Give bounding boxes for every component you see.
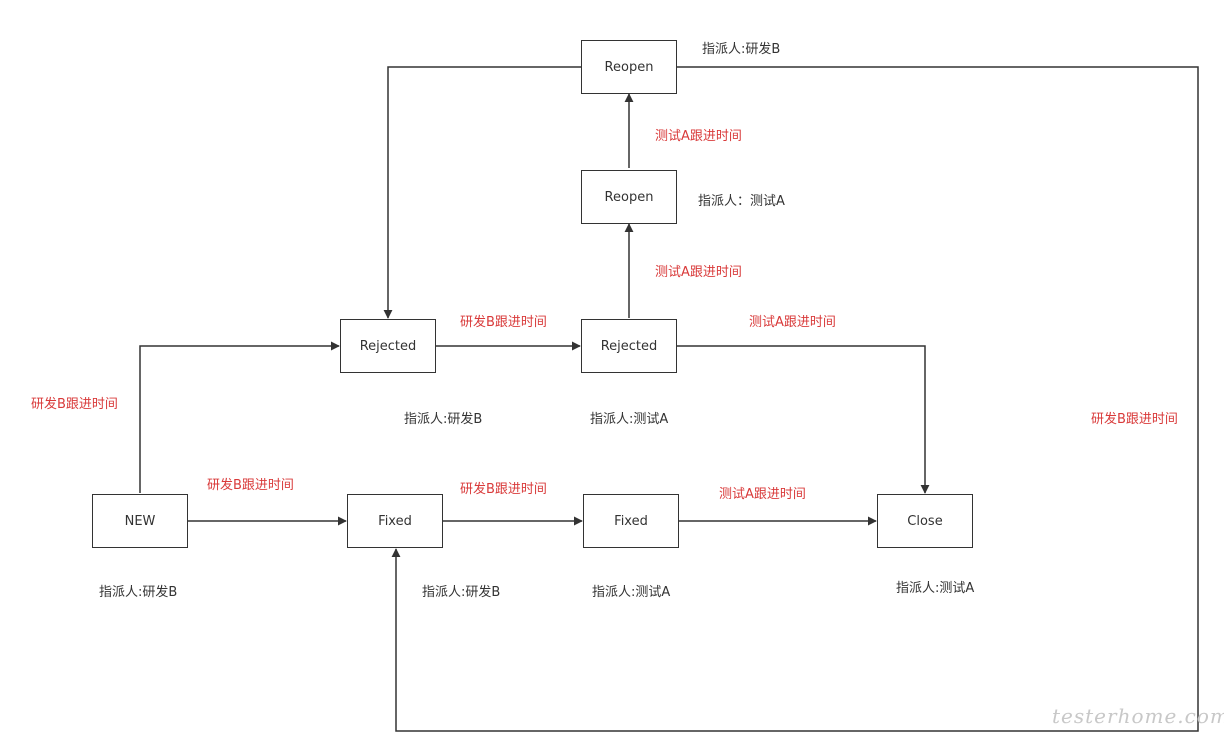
assignee-new: 指派人:研发B bbox=[99, 585, 178, 600]
node-rejected-right: Rejected bbox=[581, 319, 677, 373]
node-close: Close bbox=[877, 494, 973, 548]
node-fixed-right: Fixed bbox=[583, 494, 679, 548]
edge-label-new-to-fixed: 研发B跟进时间 bbox=[207, 478, 294, 493]
node-fixed-left: Fixed bbox=[347, 494, 443, 548]
edge-label-rej-to-rej: 研发B跟进时间 bbox=[460, 315, 547, 330]
node-rejected-left: Rejected bbox=[340, 319, 436, 373]
assignee-rejected-left: 指派人:研发B bbox=[404, 412, 483, 427]
edge-reopen-top-to-fixed-left bbox=[391, 66, 1199, 732]
assignee-rejected-right: 指派人:测试A bbox=[590, 412, 669, 427]
assignee-reopen-top: 指派人:研发B bbox=[702, 42, 781, 57]
edge-label-fixed-to-fixed: 研发B跟进时间 bbox=[460, 482, 547, 497]
node-reopen-top: Reopen bbox=[581, 40, 677, 94]
assignee-fixed-right: 指派人:测试A bbox=[592, 585, 671, 600]
edge-reopen-top-to-rejected-left bbox=[383, 66, 581, 319]
edge-label-fixed-to-close: 测试A跟进时间 bbox=[719, 487, 806, 502]
edge-new-to-rejected-left bbox=[139, 341, 340, 493]
edge-label-mid-to-top: 测试A跟进时间 bbox=[655, 129, 742, 144]
watermark: testerhome.com bbox=[1052, 704, 1224, 728]
edge-label-new-to-rej: 研发B跟进时间 bbox=[31, 397, 118, 412]
edge-label-rej-to-mid: 测试A跟进时间 bbox=[655, 265, 742, 280]
node-reopen-mid: Reopen bbox=[581, 170, 677, 224]
assignee-fixed-left: 指派人:研发B bbox=[422, 585, 501, 600]
edge-label-rej-to-close: 测试A跟进时间 bbox=[749, 315, 836, 330]
edge-rejected-right-to-close bbox=[677, 345, 930, 494]
node-new: NEW bbox=[92, 494, 188, 548]
edge-label-reopen-to-fixed: 研发B跟进时间 bbox=[1091, 412, 1178, 427]
assignee-reopen-mid: 指派人：测试A bbox=[698, 194, 785, 209]
assignee-close: 指派人:测试A bbox=[896, 581, 975, 596]
